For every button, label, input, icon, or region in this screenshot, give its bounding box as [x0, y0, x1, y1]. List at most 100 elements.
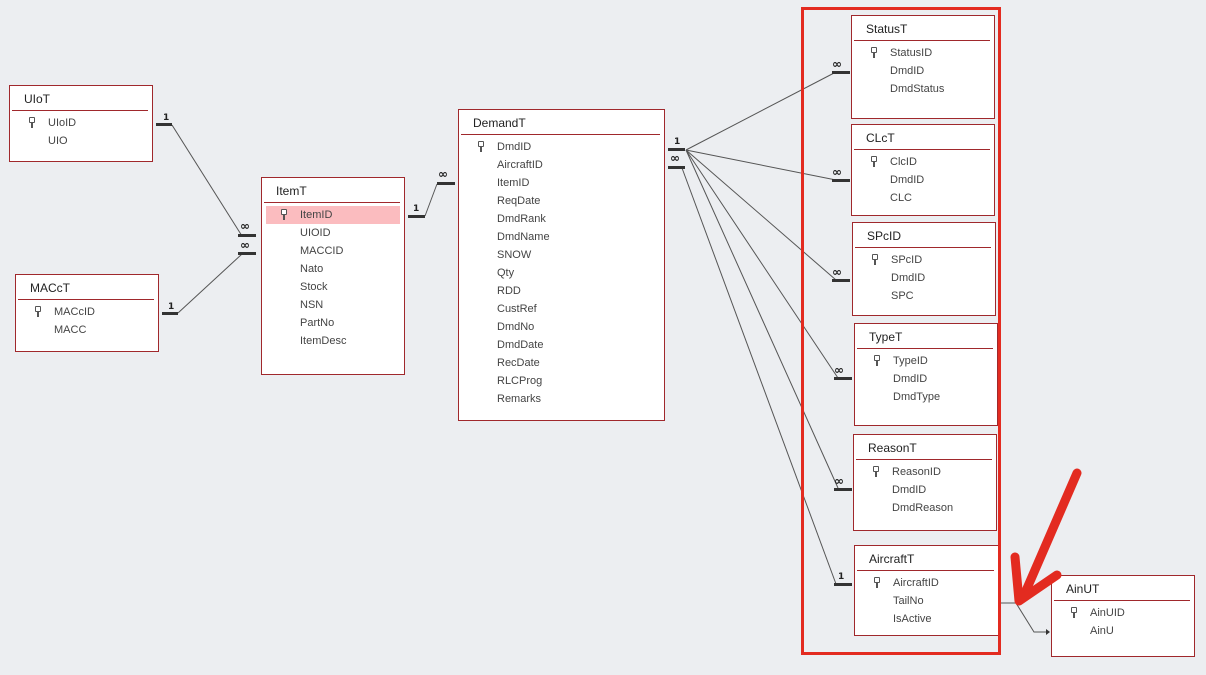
field-row[interactable]: DmdStatus [856, 80, 990, 98]
table-title[interactable]: TypeT [857, 324, 993, 349]
field-row[interactable]: TypeID [859, 352, 993, 370]
field-row[interactable]: DmdID [463, 138, 660, 156]
field-row[interactable]: Stock [266, 278, 400, 296]
field-name: UIO [48, 135, 68, 147]
relationship-line-demandt-typet [685, 149, 839, 379]
field-row[interactable]: CLC [856, 189, 990, 207]
field-row[interactable]: UIO [14, 132, 148, 150]
table-macct[interactable]: MACcT MACcID MACC [15, 274, 159, 352]
field-row[interactable]: StatusID [856, 44, 990, 62]
field-row[interactable]: AircraftID [463, 156, 660, 174]
field-name: NSN [300, 299, 324, 311]
field-row[interactable]: DmdType [859, 388, 993, 406]
field-name: TypeID [893, 355, 928, 367]
table-title[interactable]: ReasonT [856, 435, 992, 460]
primary-key-icon [871, 47, 877, 58]
relationship-line-itemt-demandt [424, 183, 438, 217]
table-aircraftt[interactable]: AircraftT AircraftID TailNo IsActive [854, 545, 999, 636]
field-name: IsActive [893, 613, 932, 625]
field-name: MACCID [300, 245, 344, 257]
field-row[interactable]: MACCID [266, 242, 400, 260]
field-row[interactable]: TailNo [859, 592, 994, 610]
field-row-selected[interactable]: ItemID [266, 206, 400, 224]
table-demandt[interactable]: DemandT DmdID AircraftID ItemID ReqDate … [458, 109, 665, 421]
field-row[interactable]: ClcID [856, 153, 990, 171]
one-marker: 1 [413, 204, 420, 214]
field-row[interactable]: DmdID [858, 481, 992, 499]
field-row[interactable]: ReasonID [858, 463, 992, 481]
field-row[interactable]: SNOW [463, 246, 660, 264]
primary-key-icon [871, 156, 877, 167]
field-name: DmdType [893, 391, 941, 403]
field-row[interactable]: PartNo [266, 314, 400, 332]
table-ainut[interactable]: AinUT AinUID AinU [1051, 575, 1195, 657]
table-title[interactable]: AircraftT [857, 546, 994, 571]
field-row[interactable]: UIOID [266, 224, 400, 242]
field-row[interactable]: AinUID [1056, 604, 1190, 622]
field-name: CustRef [497, 303, 537, 315]
table-title[interactable]: UIoT [12, 86, 148, 111]
field-row[interactable]: MACC [20, 321, 154, 339]
field-row[interactable]: CustRef [463, 300, 660, 318]
field-name: PartNo [300, 317, 335, 329]
table-clct[interactable]: CLcT ClcID DmdID CLC [851, 124, 995, 216]
field-name: AircraftID [893, 577, 939, 589]
field-row[interactable]: RecDate [463, 354, 660, 372]
table-title[interactable]: StatusT [854, 16, 990, 41]
field-row[interactable]: ItemID [463, 174, 660, 192]
field-row[interactable]: Qty [463, 264, 660, 282]
field-row[interactable]: DmdID [856, 171, 990, 189]
field-row[interactable]: DmdRank [463, 210, 660, 228]
field-row[interactable]: DmdID [859, 370, 993, 388]
field-name: ItemID [497, 177, 530, 189]
field-row[interactable]: ItemDesc [266, 332, 400, 350]
field-row[interactable]: AircraftID [859, 574, 994, 592]
field-row[interactable]: AinU [1056, 622, 1190, 640]
field-row[interactable]: DmdID [857, 269, 991, 287]
field-row[interactable]: ReqDate [463, 192, 660, 210]
table-itemt[interactable]: ItemT ItemID UIOID MACCID Nato Stock NSN… [261, 177, 405, 375]
table-uiot[interactable]: UIoT UIoID UIO [9, 85, 153, 162]
field-row[interactable]: DmdID [856, 62, 990, 80]
field-row[interactable]: RDD [463, 282, 660, 300]
table-title[interactable]: AinUT [1054, 576, 1190, 601]
table-statust[interactable]: StatusT StatusID DmdID DmdStatus [851, 15, 995, 119]
table-typet[interactable]: TypeT TypeID DmdID DmdType [854, 323, 998, 426]
many-marker: ∞ [834, 474, 844, 488]
table-spcid[interactable]: SPcID SPcID DmdID SPC [852, 222, 996, 316]
field-name: ItemDesc [300, 335, 347, 347]
relationship-line-macct-itemt [177, 253, 243, 314]
table-reasont[interactable]: ReasonT ReasonID DmdID DmdReason [853, 434, 997, 531]
field-row[interactable]: DmdDate [463, 336, 660, 354]
field-row[interactable]: IsActive [859, 610, 994, 628]
table-title[interactable]: SPcID [855, 223, 991, 248]
field-row[interactable]: SPcID [857, 251, 991, 269]
field-row[interactable]: NSN [266, 296, 400, 314]
many-marker: ∞ [670, 151, 680, 165]
field-row[interactable]: DmdName [463, 228, 660, 246]
relationship-line-demandt-spcid [685, 149, 837, 281]
field-row[interactable]: DmdReason [858, 499, 992, 517]
field-row[interactable]: UIoID [14, 114, 148, 132]
field-row[interactable]: Nato [266, 260, 400, 278]
table-title[interactable]: DemandT [461, 110, 660, 135]
field-name: StatusID [890, 47, 933, 59]
field-row[interactable]: DmdNo [463, 318, 660, 336]
table-title[interactable]: MACcT [18, 275, 154, 300]
table-title[interactable]: ItemT [264, 178, 400, 203]
field-name: DmdID [893, 373, 928, 385]
field-row[interactable]: Remarks [463, 390, 660, 408]
field-name: SPC [891, 290, 914, 302]
table-title[interactable]: CLcT [854, 125, 990, 150]
many-marker: ∞ [834, 363, 844, 377]
field-name: DmdStatus [890, 83, 945, 95]
many-marker: ∞ [832, 265, 842, 279]
relationship-line-demandt-clct [685, 149, 837, 181]
field-name: DmdRank [497, 213, 546, 225]
field-name: DmdID [892, 484, 927, 496]
field-row[interactable]: MACcID [20, 303, 154, 321]
field-row[interactable]: SPC [857, 287, 991, 305]
field-name: AircraftID [497, 159, 543, 171]
field-row[interactable]: RLCProg [463, 372, 660, 390]
